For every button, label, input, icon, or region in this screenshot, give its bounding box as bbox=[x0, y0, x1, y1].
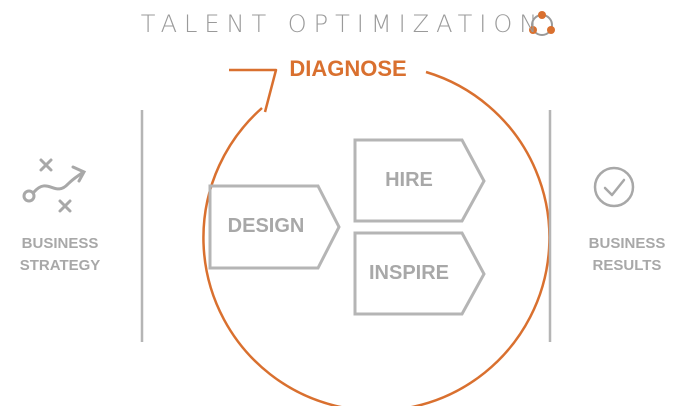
orbit-logo-icon bbox=[529, 11, 555, 36]
checkmark-circle-icon bbox=[593, 166, 635, 208]
diagnose-label: DIAGNOSE bbox=[289, 56, 407, 81]
design-label: DESIGN bbox=[227, 215, 305, 237]
business-strategy-line2: STRATEGY bbox=[19, 257, 101, 274]
hire-chevron bbox=[353, 138, 486, 223]
business-results-label: BUSINESS RESULTS bbox=[567, 233, 685, 277]
inspire-chevron bbox=[353, 231, 486, 316]
page-title: TALENT OPTIMIZATION bbox=[140, 10, 545, 38]
design-chevron bbox=[208, 184, 341, 270]
inspire-label: INSPIRE bbox=[368, 262, 450, 284]
business-strategy-label: BUSINESS STRATEGY bbox=[0, 233, 120, 277]
strategy-play-icon bbox=[22, 158, 87, 213]
business-results-line2: RESULTS bbox=[592, 257, 662, 274]
hire-label: HIRE bbox=[385, 169, 433, 191]
business-results-line1: BUSINESS bbox=[588, 235, 666, 252]
business-strategy-line1: BUSINESS bbox=[21, 235, 99, 252]
diagnose-cycle-arrow bbox=[202, 68, 551, 406]
